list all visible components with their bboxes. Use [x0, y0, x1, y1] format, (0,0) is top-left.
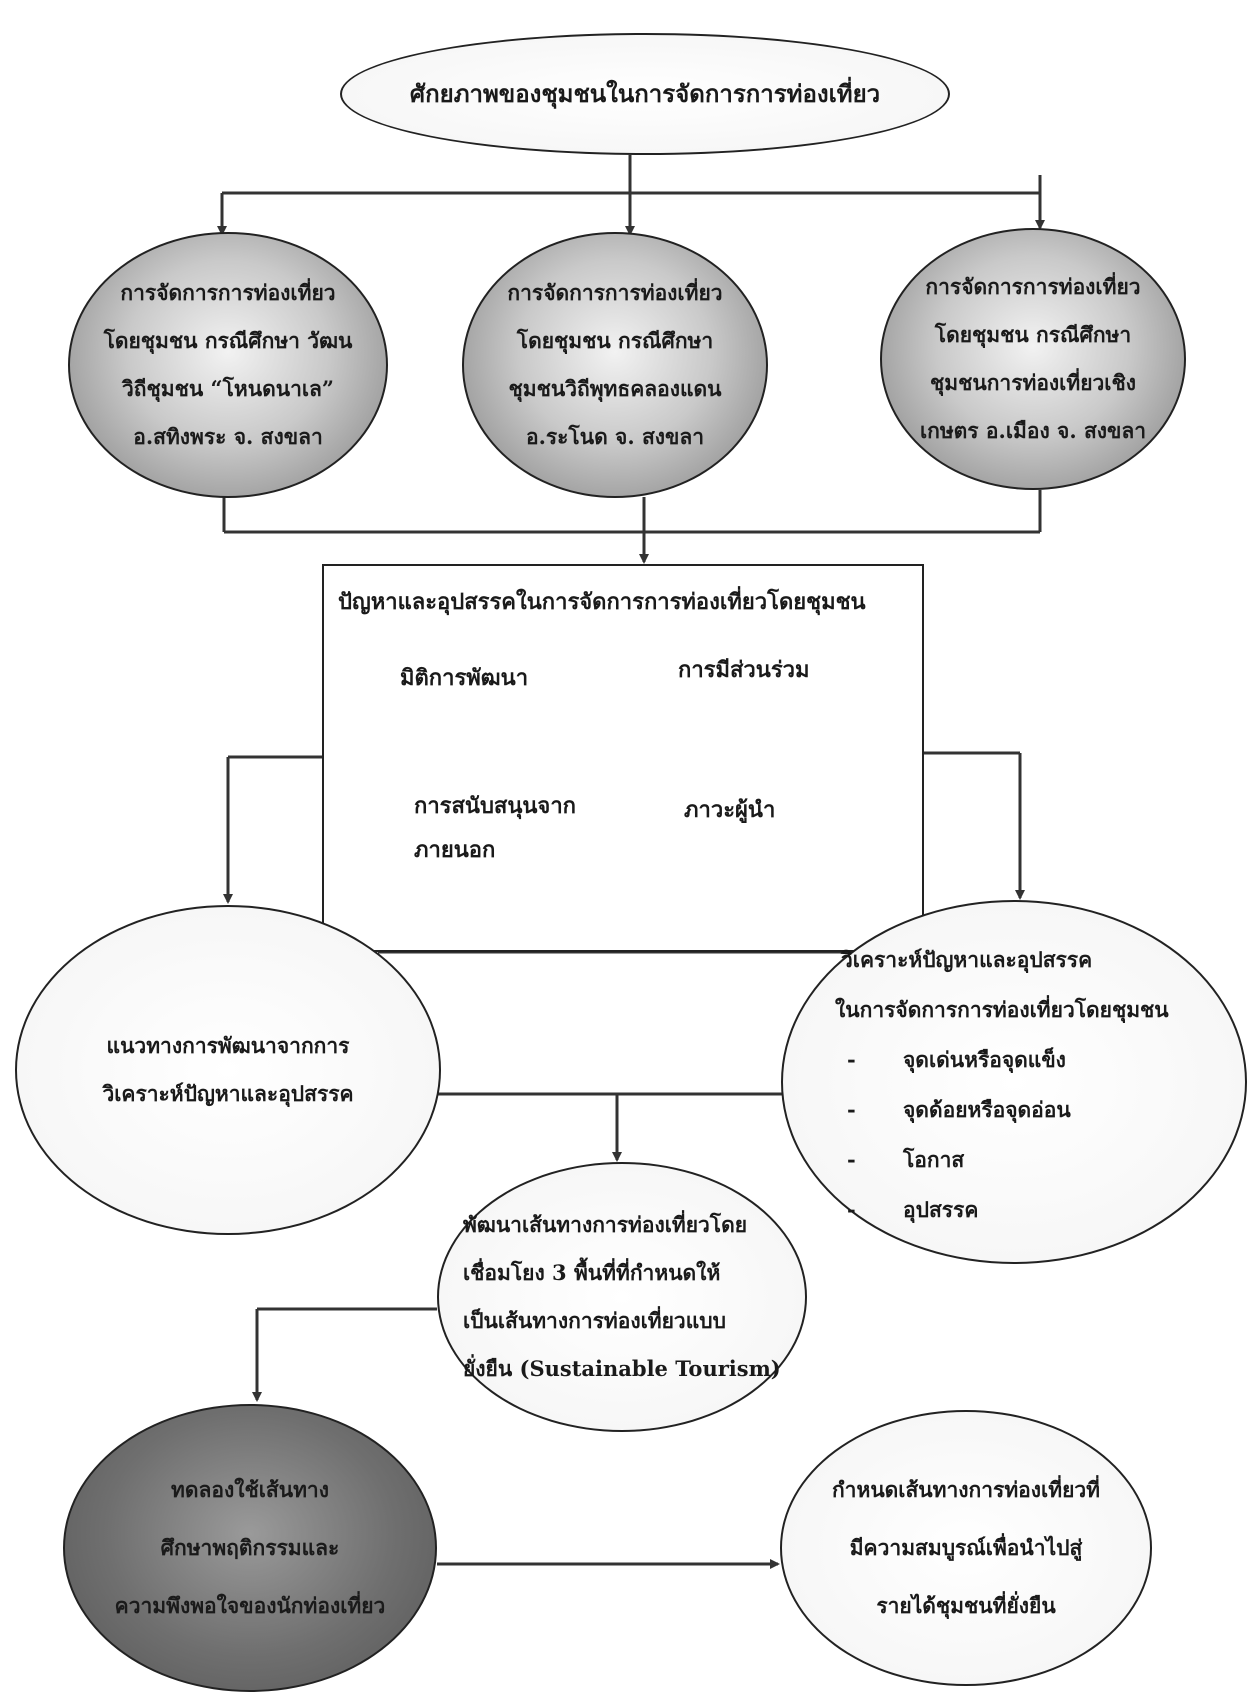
analysis-item: -จุดเด่นหรือจุดแข็ง	[847, 1047, 1066, 1072]
route-line-2: เชื่อมโยง 3 พื้นที่ที่กำหนดให้	[463, 1260, 721, 1285]
problems-title: ปัญหาและอุปสรรคในการจัดการการท่องเที่ยวโ…	[338, 589, 866, 615]
route-line-3: เป็นเส้นทางการท่องเที่ยวแบบ	[463, 1308, 726, 1333]
problems-item-support: การสนับสนุนจาก ภายนอก	[414, 784, 576, 872]
case-right-line-4: เกษตร อ.เมือง จ. สงขลา	[919, 418, 1147, 443]
trial-ellipse: ทดลองใช้เส้นทาง ศึกษาพฤติกรรมและ ความพึง…	[63, 1404, 437, 1692]
case-left-line-1: การจัดการการท่องเที่ยว	[120, 280, 336, 305]
final-line-3: รายได้ชุมชนที่ยั่งยืน	[876, 1593, 1056, 1618]
analysis-item: -โอกาส	[847, 1147, 965, 1172]
case-middle-line-3: ชุมชนวิถีพุทธคลองแดน	[508, 376, 722, 401]
case-study-right: การจัดการการท่องเที่ยว โดยชุมชน กรณีศึกษ…	[880, 228, 1186, 490]
problems-box: ปัญหาและอุปสรรคในการจัดการการท่องเที่ยวโ…	[322, 564, 924, 952]
problems-support-line-1: การสนับสนุนจาก	[414, 793, 576, 819]
case-middle-line-1: การจัดการการท่องเที่ยว	[507, 280, 723, 305]
guideline-line-1: แนวทางการพัฒนาจากการ	[106, 1033, 350, 1058]
problems-support-line-2: ภายนอก	[414, 837, 496, 863]
guideline-ellipse: แนวทางการพัฒนาจากการ วิเคราะห์ปัญหาและอุ…	[15, 905, 441, 1235]
final-line-2: มีความสมบูรณ์เพื่อนำไปสู่	[849, 1535, 1083, 1560]
route-line-4: ยั่งยืน (Sustainable Tourism)	[463, 1356, 781, 1381]
case-right-line-1: การจัดการการท่องเที่ยว	[925, 274, 1141, 299]
analysis-item: -จุดด้อยหรือจุดอ่อน	[847, 1097, 1071, 1122]
case-study-left: การจัดการการท่องเที่ยว โดยชุมชน กรณีศึกษ…	[68, 232, 388, 498]
trial-line-3: ความพึงพอใจของนักท่องเที่ยว	[114, 1593, 386, 1618]
case-left-line-3: วิถีชุมชน “โหนดนาเล”	[122, 376, 334, 401]
analysis-title-2: ในการจัดการการท่องเที่ยวโดยชุมชน	[835, 997, 1169, 1022]
final-ellipse: กำหนดเส้นทางการท่องเที่ยวที่ มีความสมบูร…	[780, 1410, 1152, 1686]
case-middle-line-2: โดยชุมชน กรณีศึกษา	[516, 328, 714, 353]
route-ellipse: พัฒนาเส้นทางการท่องเที่ยวโดย เชื่อมโยง 3…	[437, 1162, 807, 1432]
case-right-line-2: โดยชุมชน กรณีศึกษา	[934, 322, 1132, 347]
problems-item-leadership: ภาวะผู้นำ	[684, 797, 776, 823]
case-middle-line-4: อ.ระโนด จ. สงขลา	[525, 424, 705, 449]
diagram-title: ศักยภาพของชุมชนในการจัดการการท่องเที่ยว	[409, 79, 881, 108]
case-left-line-2: โดยชุมชน กรณีศึกษา วัฒน	[103, 328, 353, 353]
case-left-line-4: อ.สทิงพระ จ. สงขลา	[133, 424, 323, 449]
trial-line-2: ศึกษาพฤติกรรมและ	[160, 1535, 340, 1560]
analysis-title-1: วิเคราะห์ปัญหาและอุปสรรค	[841, 947, 1093, 972]
analysis-list: -จุดเด่นหรือจุดแข็ง -จุดด้อยหรือจุดอ่อน …	[847, 1035, 1071, 1235]
analysis-item: -อุปสรรค	[847, 1197, 979, 1222]
route-line-1: พัฒนาเส้นทางการท่องเที่ยวโดย	[463, 1212, 748, 1237]
problems-item-participation: การมีส่วนร่วม	[678, 657, 810, 683]
final-line-1: กำหนดเส้นทางการท่องเที่ยวที่	[831, 1477, 1101, 1502]
guideline-line-2: วิเคราะห์ปัญหาและอุปสรรค	[102, 1081, 354, 1106]
case-right-line-3: ชุมชนการท่องเที่ยวเชิง	[929, 370, 1136, 395]
trial-line-1: ทดลองใช้เส้นทาง	[171, 1477, 329, 1502]
problems-item-dimension: มิติการพัฒนา	[400, 665, 529, 691]
analysis-ellipse: วิเคราะห์ปัญหาและอุปสรรค ในการจัดการการท…	[781, 900, 1247, 1264]
top-title-ellipse: ศักยภาพของชุมชนในการจัดการการท่องเที่ยว	[340, 33, 950, 155]
case-study-middle: การจัดการการท่องเที่ยว โดยชุมชน กรณีศึกษ…	[462, 232, 768, 498]
